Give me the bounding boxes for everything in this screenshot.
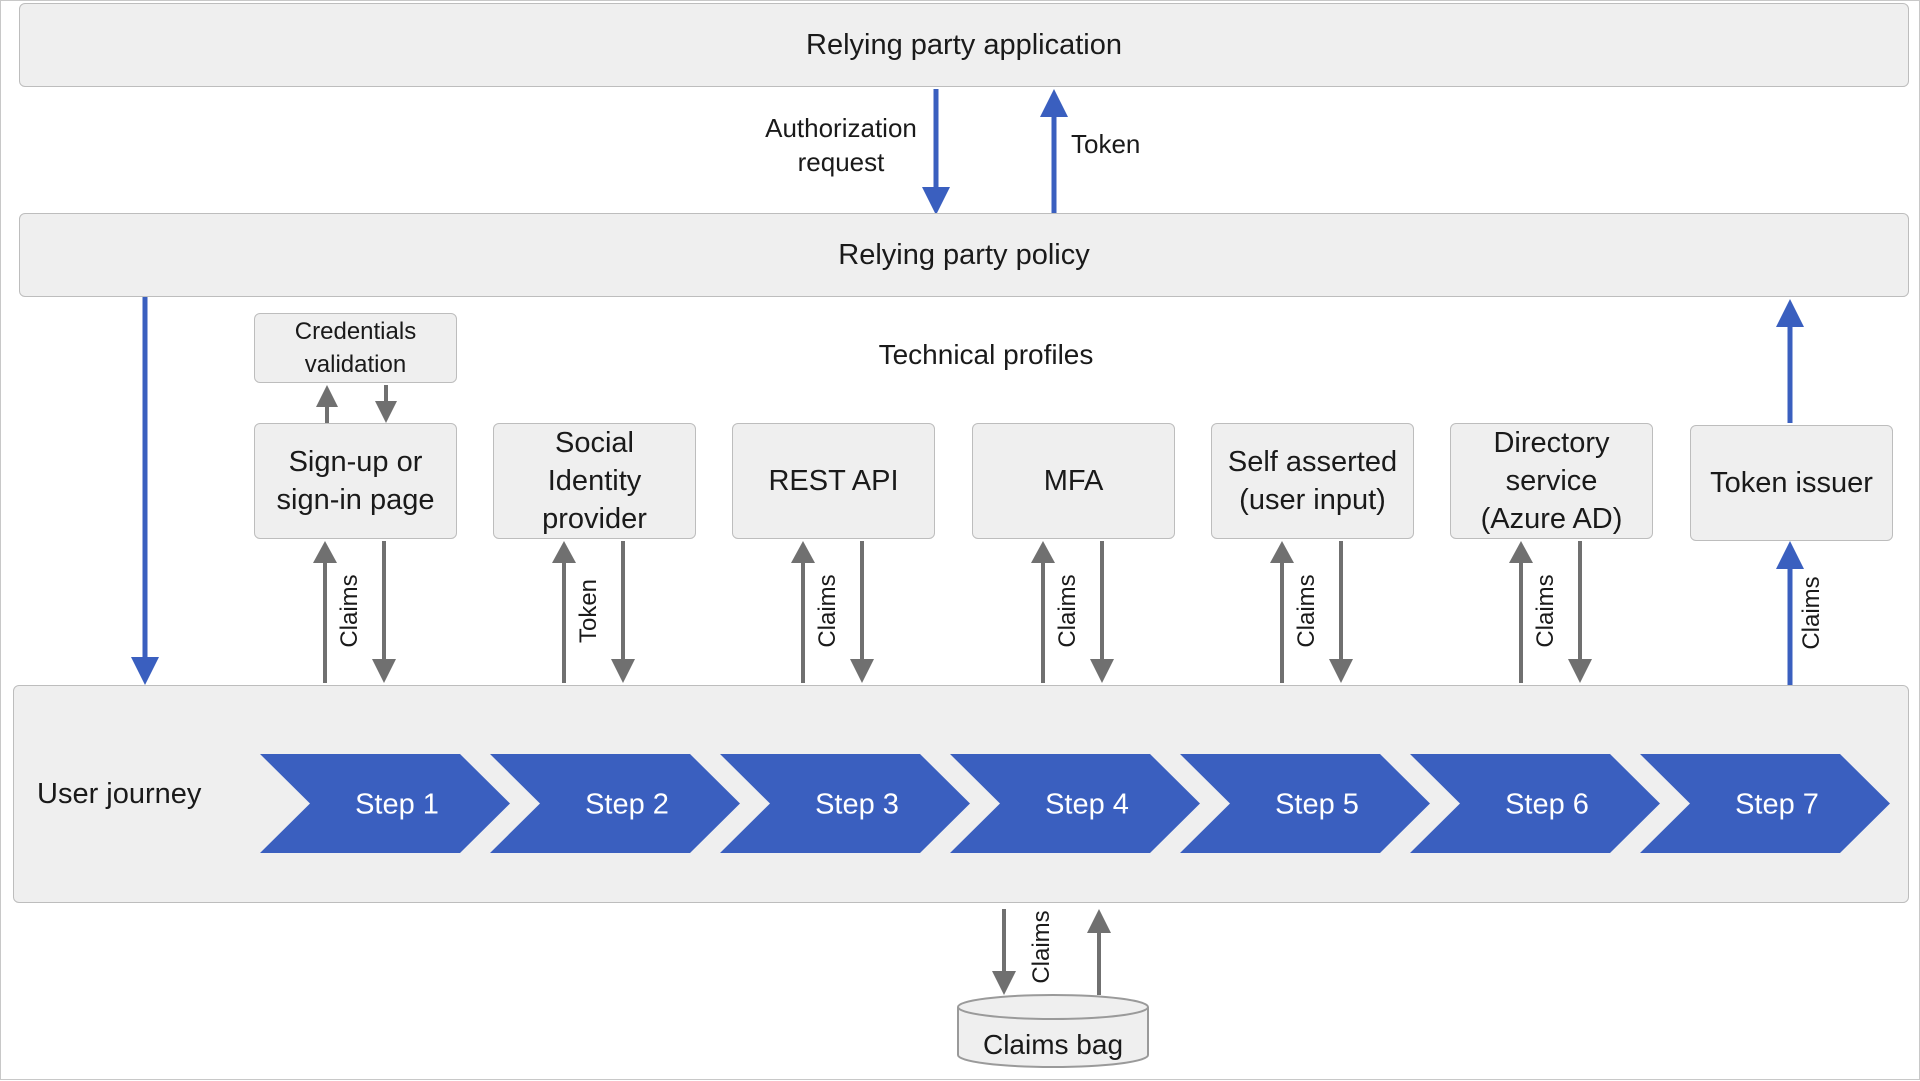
profile-label: REST API xyxy=(768,465,899,497)
arrow-up-to-signup-signin xyxy=(313,541,337,683)
claims-bag xyxy=(957,994,1149,1068)
profile-self-asserted: Self asserted (user input) xyxy=(1211,423,1414,539)
token-issuer-to-policy-arrow xyxy=(1776,299,1804,423)
edge-label-social-identity-provider: Token xyxy=(575,579,602,643)
edge-label-token-issuer: Claims xyxy=(1798,576,1825,649)
user-journey-container xyxy=(13,685,1909,903)
profile-social-identity-provider: Social Identity provider xyxy=(493,423,696,539)
profile-label: Self asserted (user input) xyxy=(1227,446,1398,516)
relying-party-policy-label: Relying party policy xyxy=(838,238,1090,271)
arrow-down-from-self-asserted xyxy=(1329,541,1353,683)
token-to-application-arrow xyxy=(1040,89,1068,213)
claims-bag-label: Claims bag xyxy=(982,1029,1124,1060)
claims-bag-edge-label: Claims xyxy=(1028,910,1055,983)
arrow-up-to-rest-api xyxy=(791,541,815,683)
profile-label: Sign-up or sign-in page xyxy=(276,446,435,516)
profile-label: Token issuer xyxy=(1710,467,1873,499)
profile-label: Social Identity provider xyxy=(542,427,647,535)
credentials-validation-box: Credentials validation xyxy=(254,313,457,383)
token-label: Token xyxy=(1071,129,1141,159)
journey-to-claims-bag-arrow xyxy=(992,909,1016,995)
arrow-down-from-directory-service xyxy=(1568,541,1592,683)
edge-label-rest-api: Claims xyxy=(814,574,841,647)
arrow-up-to-social-identity-provider xyxy=(552,541,576,683)
technical-profiles-label: Technical profiles xyxy=(878,339,1094,370)
profile-label: MFA xyxy=(1043,465,1104,497)
arrow-down-from-signup-signin xyxy=(372,541,396,683)
edge-label-mfa: Claims xyxy=(1054,574,1081,647)
relying-party-policy: Relying party policy xyxy=(19,213,1909,297)
arrow-up-to-self-asserted xyxy=(1270,541,1294,683)
arrow-up-to-directory-service xyxy=(1509,541,1533,683)
policy-to-journey-arrow xyxy=(131,297,159,685)
claims-to-token-issuer-arrow xyxy=(1776,541,1804,685)
profile-label: Directory service (Azure AD) xyxy=(1480,427,1623,535)
relying-party-application-label: Relying party application xyxy=(806,28,1122,61)
credentials-validation-label: Credentials validation xyxy=(294,318,417,378)
profile-mfa: MFA xyxy=(972,423,1175,539)
authorization-request-arrow xyxy=(922,89,950,215)
arrow-down-from-mfa xyxy=(1090,541,1114,683)
arrow-up-to-mfa xyxy=(1031,541,1055,683)
signup-to-credentials-arrow xyxy=(316,385,338,425)
edge-label-self-asserted: Claims xyxy=(1293,574,1320,647)
profile-token-issuer: Token issuer xyxy=(1690,425,1893,541)
profile-directory-service: Directory service (Azure AD) xyxy=(1450,423,1653,539)
claims-bag-to-journey-arrow xyxy=(1087,909,1111,995)
profile-arrows-group: Claims Token Claims Claims Claims Claims Claim… xyxy=(313,541,1825,683)
credentials-to-signup-arrow xyxy=(375,385,397,423)
arrow-down-from-social-identity-provider xyxy=(611,541,635,683)
edge-label-directory-service: Claims xyxy=(1532,574,1559,647)
profile-rest-api: REST API xyxy=(732,423,935,539)
edge-label-signup-signin: Claims xyxy=(336,574,363,647)
relying-party-application: Relying party application xyxy=(19,3,1909,87)
profile-signup-signin: Sign-up or sign-in page xyxy=(254,423,457,539)
arrow-down-from-rest-api xyxy=(850,541,874,683)
user-journey-label: User journey xyxy=(37,778,202,810)
authorization-request-label: Authorization request xyxy=(765,113,917,177)
